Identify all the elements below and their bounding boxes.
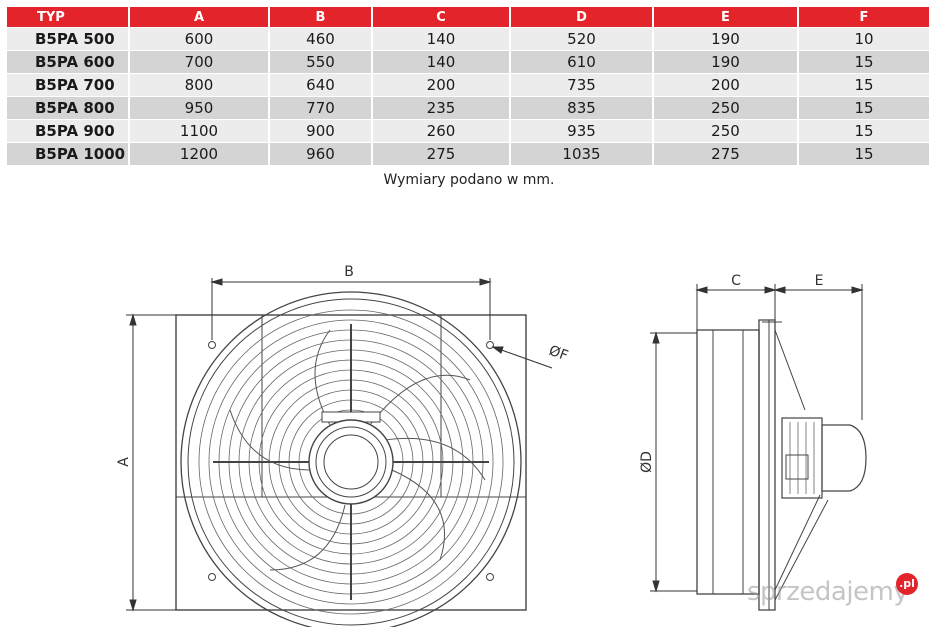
cell-a: 600 (128, 27, 269, 51)
cell-b: 550 (268, 50, 372, 74)
cell-f: 15 (797, 50, 929, 74)
shroud-outer-ring (180, 291, 522, 627)
cell-a: 1100 (128, 119, 269, 143)
motor-body (781, 417, 823, 499)
cell-d: 520 (509, 27, 653, 51)
mounting-plate (175, 314, 527, 611)
dimension-f (491, 346, 553, 369)
cell-c: 260 (371, 119, 510, 143)
hub-inner (323, 434, 379, 490)
strut-lower (774, 494, 821, 591)
cell-c: 140 (371, 27, 510, 51)
hub-ring (315, 426, 387, 498)
shroud-inner-ring (187, 298, 515, 626)
cell-d: 835 (509, 96, 653, 120)
cell-typ: B5PA 1000 (7, 142, 129, 165)
dimension-d (650, 331, 697, 593)
cell-typ: B5PA 800 (7, 96, 129, 120)
cell-f: 15 (797, 142, 929, 165)
fan-technical-drawing: B A ØF (116, 264, 867, 627)
table-row: B5PA 700 800 640 200 735 200 15 (7, 73, 929, 97)
cell-a: 800 (128, 73, 269, 97)
cell-typ: B5PA 500 (7, 27, 129, 51)
cell-typ: B5PA 900 (7, 119, 129, 143)
header-b: B (268, 7, 372, 28)
dimensions-table: TYP A B C D E F B5PA 500 600 460 140 520… (7, 7, 929, 165)
mounting-hole (486, 341, 494, 349)
table-row: B5PA 800 950 770 235 835 250 15 (7, 96, 929, 120)
cell-d: 735 (509, 73, 653, 97)
cell-c: 140 (371, 50, 510, 74)
header-e: E (652, 7, 798, 28)
header-d: D (509, 7, 653, 28)
casing (696, 329, 760, 595)
dimension-b (210, 278, 492, 340)
dimension-a (126, 313, 176, 612)
cell-c: 275 (371, 142, 510, 165)
cell-d: 1035 (509, 142, 653, 165)
terminal-box (785, 454, 809, 480)
cell-e: 200 (652, 73, 798, 97)
motor-fins (789, 422, 815, 494)
label-d: ØD (639, 451, 655, 473)
label-f: ØF (547, 343, 570, 365)
cell-c: 200 (371, 73, 510, 97)
flange-plate (758, 319, 776, 611)
cell-e: 190 (652, 50, 798, 74)
label-b: B (344, 264, 354, 280)
cell-c: 235 (371, 96, 510, 120)
dimension-c (695, 284, 777, 330)
label-a: A (116, 457, 132, 467)
header-c: C (371, 7, 510, 28)
cell-b: 900 (268, 119, 372, 143)
cell-a: 700 (128, 50, 269, 74)
hub-outer (308, 419, 394, 505)
cell-b: 460 (268, 27, 372, 51)
cell-f: 15 (797, 119, 929, 143)
table-row: B5PA 500 600 460 140 520 190 10 (7, 27, 929, 51)
cell-b: 640 (268, 73, 372, 97)
strut-lower-2 (774, 499, 829, 601)
table-header-row: TYP A B C D E F (7, 7, 929, 28)
label-e: E (815, 273, 824, 289)
header-f: F (797, 7, 929, 28)
units-note: Wymiary podano w mm. (383, 172, 555, 188)
mounting-hole (208, 341, 216, 349)
cell-typ: B5PA 700 (7, 73, 129, 97)
cell-e: 190 (652, 27, 798, 51)
header-a: A (128, 7, 269, 28)
mounting-hole (208, 573, 216, 581)
watermark-text: sprzedajemy (747, 577, 909, 607)
cell-e: 275 (652, 142, 798, 165)
strut-upper (774, 329, 806, 411)
cell-a: 1200 (128, 142, 269, 165)
watermark-badge: .pl (896, 573, 918, 595)
guard-support-bars (213, 324, 489, 600)
label-c: C (731, 273, 741, 289)
cell-d: 610 (509, 50, 653, 74)
cell-d: 935 (509, 119, 653, 143)
cell-a: 950 (128, 96, 269, 120)
dimension-e (773, 284, 864, 420)
header-typ: TYP (7, 7, 129, 28)
cell-b: 960 (268, 142, 372, 165)
cell-e: 250 (652, 96, 798, 120)
table-row: B5PA 1000 1200 960 275 1035 275 15 (7, 142, 929, 165)
mounting-hole (486, 573, 494, 581)
table-row: B5PA 900 1100 900 260 935 250 15 (7, 119, 929, 143)
cell-f: 15 (797, 96, 929, 120)
cell-typ: B5PA 600 (7, 50, 129, 74)
front-view (175, 291, 527, 627)
cell-f: 15 (797, 73, 929, 97)
cell-b: 770 (268, 96, 372, 120)
side-view (696, 319, 867, 611)
cell-f: 10 (797, 27, 929, 51)
table-row: B5PA 600 700 550 140 610 190 15 (7, 50, 929, 74)
motor-end-cap (821, 424, 867, 492)
cell-e: 250 (652, 119, 798, 143)
